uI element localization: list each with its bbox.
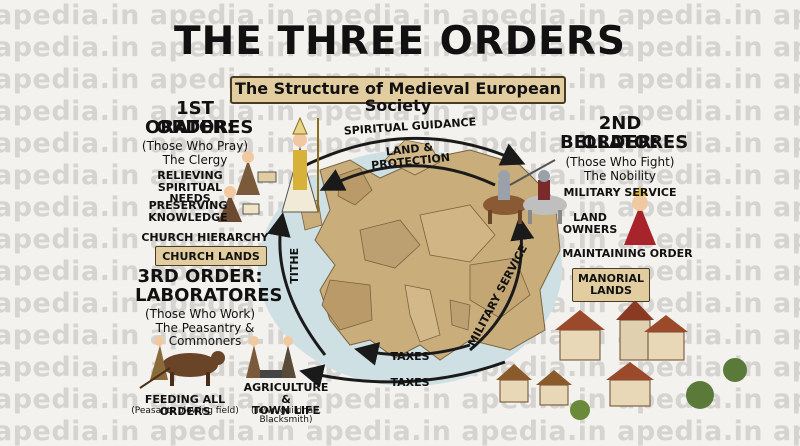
manorial-lands-tag [572, 268, 650, 302]
role-relieving-spiritual-needs: RELIEVING SPIRITUAL NEEDS [157, 169, 223, 206]
role-military-service: MILITARY SERVICE [563, 186, 677, 199]
role-land-owners: LAND OWNERS [562, 211, 618, 236]
ploughing-scene [139, 336, 225, 389]
church-lands-label: CHURCH LANDS [162, 250, 260, 263]
manorial-lands-label: MANORIAL LANDS [577, 272, 645, 297]
third-order-subtitle: (Those Who Work) [144, 307, 256, 321]
watermark-text: apedia.in apedia.in apedia.in apedia.in … [0, 416, 800, 446]
role-maintaining-order: MAINTAINING ORDER [562, 247, 693, 260]
watermark-text: apedia.in apedia.in apedia.in apedia.in … [0, 0, 800, 31]
watermark-text: apedia.in apedia.in apedia.in apedia.in … [0, 32, 800, 63]
village-illustration [496, 300, 747, 420]
page-title: THE THREE ORDERS [174, 19, 626, 64]
role-feeding-caption: (Peasants plowing field) [131, 406, 239, 416]
first-order-heading: 1ST ORDER: [156, 98, 234, 138]
blacksmith-scene [246, 336, 296, 378]
third-order-group: The Peasantry & Commoners [155, 321, 255, 348]
first-order-subtitle: (Those Who Pray) [141, 139, 249, 153]
third-order-name: LABORATORES [135, 285, 283, 306]
church-lands-tag [155, 246, 267, 266]
role-feeding-all-orders: FEEDING ALL ORDERS [144, 393, 226, 418]
subtitle-banner [230, 76, 566, 104]
second-order-subtitle: (Those Who Fight) [565, 155, 675, 169]
second-order-heading: 2ND ORDER: [581, 113, 659, 153]
third-order-heading: 3RD ORDER: [137, 266, 263, 287]
second-order-name: BELLATORES [560, 132, 689, 153]
watermark-text: apedia.in apedia.in apedia.in apedia.in … [0, 384, 800, 415]
first-order-group: The Clergy [162, 153, 228, 167]
knights-on-horseback [483, 159, 567, 224]
first-order-name: ORATORES [145, 117, 254, 138]
role-agriculture-caption: (Town guildhall, Blacksmith) [250, 406, 322, 426]
king-figure [624, 186, 656, 245]
flow-arrows [267, 137, 535, 388]
scribe-figure [218, 186, 260, 222]
second-order-group: The Nobility [584, 169, 656, 183]
page-subtitle: The Structure of Medieval European Socie… [234, 79, 562, 115]
monk-figure [236, 151, 277, 195]
role-preserving-knowledge: PRESERVING KNOWLEDGE [148, 199, 228, 224]
flow-taxes-inner: TAXES [390, 350, 430, 363]
pope-figure [281, 116, 319, 213]
role-church-hierarchy: CHURCH HIERARCHY [141, 231, 269, 244]
flow-tithe: TITHE [288, 247, 302, 284]
flow-taxes-outer: TAXES [390, 376, 430, 389]
role-agriculture-town-life: AGRICULTURE & TOWN LIFE [243, 381, 329, 418]
